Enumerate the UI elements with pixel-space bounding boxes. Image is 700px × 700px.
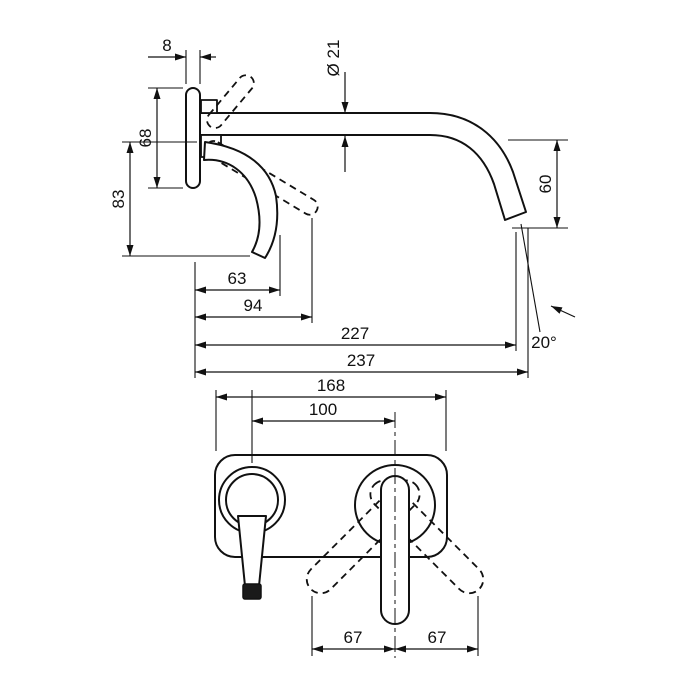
- dim-label-63: 63: [228, 269, 247, 288]
- dim-label-68: 68: [136, 129, 155, 148]
- handle-front-dashed-right: [369, 479, 485, 595]
- dim-label-67-right: 67: [428, 628, 447, 647]
- dim-label-83: 83: [109, 190, 128, 209]
- dim-label-168: 168: [317, 376, 345, 395]
- handle-side-dashed-up: [206, 74, 255, 129]
- spout-side: [199, 112, 527, 221]
- dim-label-plate-thickness: 8: [162, 36, 171, 55]
- dim-label-60: 60: [536, 175, 555, 194]
- front-view: 168 100 67 67: [214, 376, 485, 658]
- wall-plate-side: [185, 87, 201, 189]
- dim-label-100: 100: [309, 400, 337, 419]
- dim-label-spout-diameter: Ø 21: [324, 40, 343, 77]
- dim-label-angle: 20°: [531, 333, 557, 352]
- dim-label-237: 237: [347, 351, 375, 370]
- handle-side: [203, 141, 279, 259]
- dim-label-94: 94: [244, 296, 263, 315]
- spout-aerator-tip: [242, 583, 262, 600]
- valve-body-upper: [200, 99, 218, 114]
- side-dimension-lines: [126, 53, 576, 376]
- front-dimension-lines: [216, 393, 478, 653]
- handle-front-dashed-left: [305, 479, 421, 595]
- dim-label-67-left: 67: [344, 628, 363, 647]
- spout-front: [237, 515, 267, 587]
- dim-label-227: 227: [341, 324, 369, 343]
- side-view: 8 68 83 Ø 21 60 63 94 227 237 20°: [109, 36, 576, 378]
